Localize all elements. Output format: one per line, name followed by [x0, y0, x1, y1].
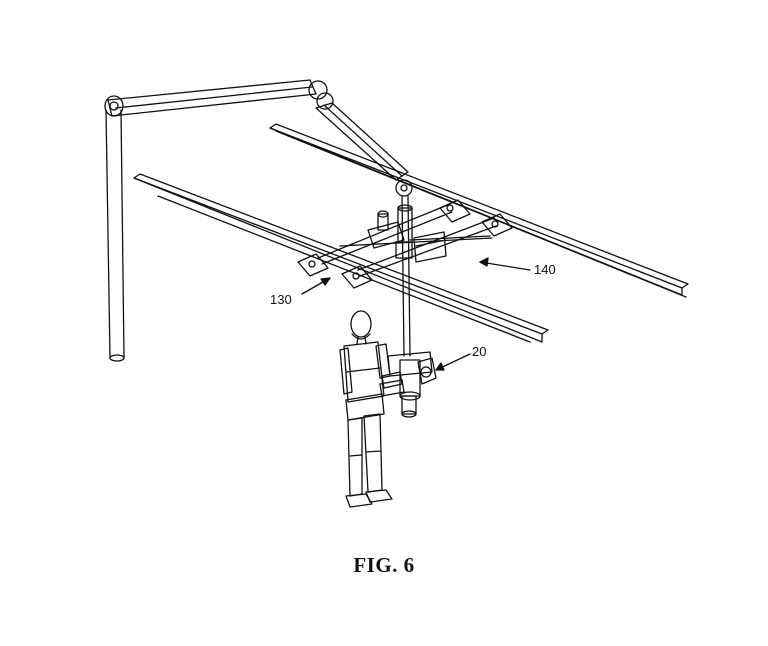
figure-caption: FIG. 6 [353, 553, 415, 577]
ref-label-140: 140 [534, 262, 556, 277]
ref-label-130: 130 [270, 292, 292, 307]
front-trolley-130 [297, 253, 373, 289]
leader-130 [301, 277, 331, 295]
drop-rod [401, 195, 411, 357]
leader-140 [479, 257, 531, 271]
support-post [105, 109, 125, 362]
carriage-block [367, 204, 447, 263]
bridge-140 [317, 203, 497, 277]
leader-20 [435, 353, 471, 371]
rear-trolley [439, 199, 513, 237]
front-rail [133, 173, 549, 343]
rear-rail [269, 123, 689, 298]
operator-figure [339, 310, 403, 508]
tool-20 [379, 351, 437, 418]
ref-label-20: 20 [472, 344, 486, 359]
